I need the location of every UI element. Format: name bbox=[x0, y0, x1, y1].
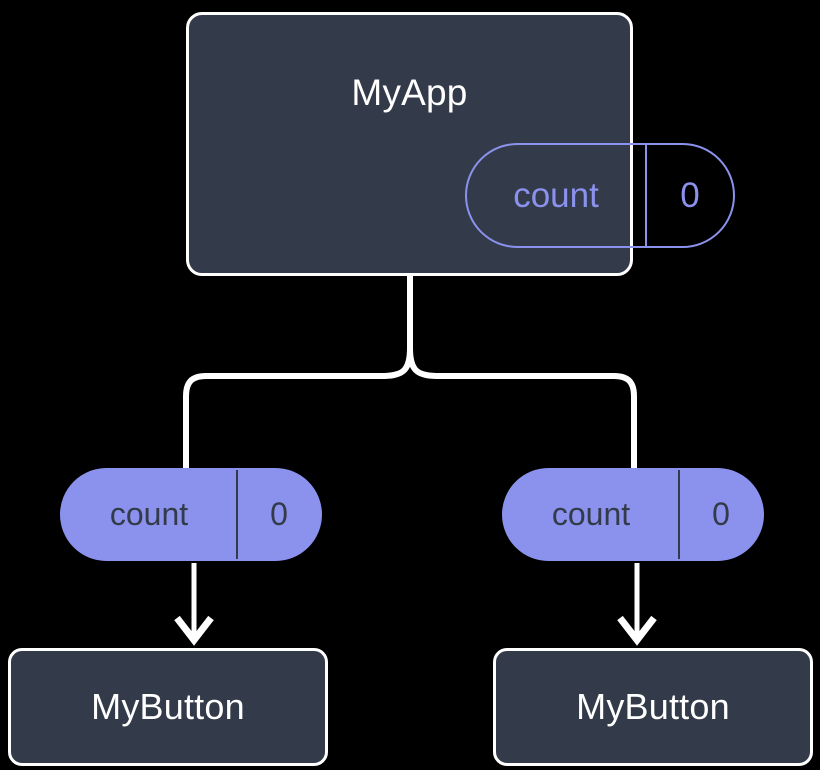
component-node-mybutton-right[interactable]: MyButton bbox=[493, 648, 813, 766]
prop-pill-right-count[interactable]: count 0 bbox=[502, 468, 764, 561]
component-node-myapp[interactable]: MyApp count 0 bbox=[186, 12, 735, 276]
prop-pill-key: count bbox=[109, 496, 189, 532]
edge-root-to-children bbox=[407, 273, 637, 471]
prop-pill-left-count[interactable]: count 0 bbox=[60, 468, 322, 561]
component-title-myapp: MyApp bbox=[351, 72, 468, 113]
arrowhead-left-icon bbox=[174, 615, 214, 646]
edge-root-to-left-child bbox=[183, 345, 413, 471]
prop-pill-value: 0 bbox=[236, 470, 320, 559]
component-title-mybutton: MyButton bbox=[576, 686, 730, 727]
prop-pill-key: count bbox=[551, 496, 631, 532]
state-pill-value: 0 bbox=[645, 145, 733, 246]
arrowhead-right-icon bbox=[617, 615, 657, 646]
prop-pill-value: 0 bbox=[678, 470, 762, 559]
component-title-mybutton: MyButton bbox=[91, 686, 245, 727]
state-pill-key: count bbox=[513, 175, 599, 215]
state-pill-myapp-count[interactable]: count 0 bbox=[465, 143, 735, 248]
component-node-mybutton-left[interactable]: MyButton bbox=[8, 648, 328, 766]
